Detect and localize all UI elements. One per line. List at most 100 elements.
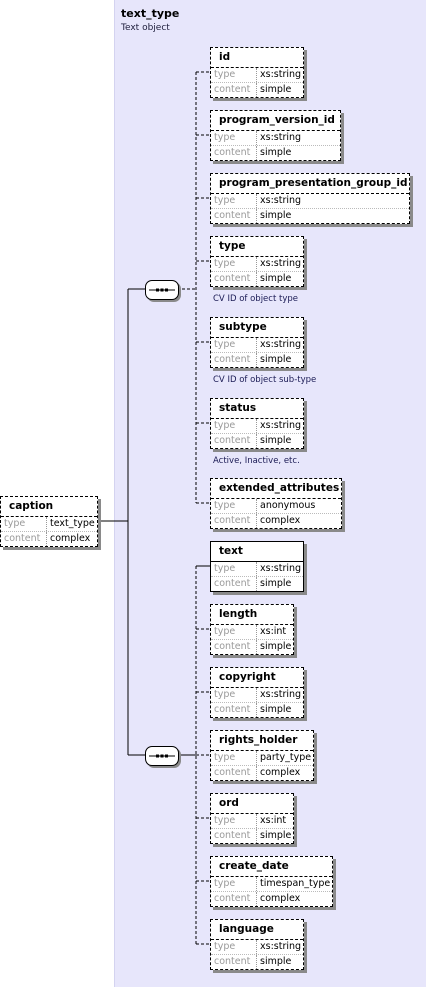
row-key: type [211, 338, 257, 352]
type-title: text_type [121, 7, 180, 20]
row-key: type [211, 68, 257, 82]
element-name: rights_holder [211, 731, 313, 751]
row-key: content [211, 434, 257, 448]
row-value: complex [260, 515, 301, 526]
row-value: xs:int [260, 626, 287, 637]
element-name: text [211, 542, 303, 562]
row-key: type [211, 814, 257, 828]
row-key: type [211, 131, 257, 145]
type-description: Text object [121, 23, 170, 33]
annotation-subtype: CV ID of object sub-type [213, 375, 317, 385]
row-key: type [211, 688, 257, 702]
element-name: create_date [211, 857, 332, 877]
sequence-icon [149, 288, 175, 292]
row-value: simple [260, 84, 292, 95]
row-key: type [211, 419, 257, 433]
row-value: xs:string [260, 941, 302, 952]
row-key: content [211, 892, 257, 906]
row-value: anonymous [260, 500, 316, 511]
row-value: simple [260, 435, 292, 446]
element-name: id [211, 48, 303, 68]
sequence-compositor-1[interactable] [145, 280, 179, 300]
row-value: complex [260, 893, 301, 904]
element-name: type [211, 237, 303, 257]
element-name: extended_attributes [211, 479, 341, 499]
row-key: type [211, 940, 257, 954]
row-value: simple [260, 830, 292, 841]
element-name: length [211, 605, 293, 625]
row-value: simple [260, 273, 292, 284]
element-name: copyright [211, 668, 303, 688]
row-value: timespan_type [260, 878, 331, 889]
row-value: party_type [260, 752, 312, 763]
element-name: caption [1, 497, 97, 517]
row-key: content [211, 829, 257, 843]
row-key: content [211, 272, 257, 286]
element-name: status [211, 399, 303, 419]
element-name: ord [211, 794, 293, 814]
row-value: xs:string [260, 339, 302, 350]
row-key: content [211, 703, 257, 717]
sequence-compositor-2[interactable] [145, 746, 179, 766]
row-key: content [211, 514, 257, 528]
row-key: type [211, 194, 257, 208]
row-key: content [1, 532, 47, 546]
row-value: xs:string [260, 132, 302, 143]
row-value: simple [260, 578, 292, 589]
row-key: content [211, 766, 257, 780]
element-name: subtype [211, 318, 303, 338]
row-value: xs:string [260, 195, 302, 206]
element-name: program_version_id [211, 111, 340, 131]
row-key: type [211, 751, 257, 765]
row-value: simple [260, 956, 292, 967]
row-value: complex [260, 767, 301, 778]
row-key: type [211, 877, 257, 891]
row-key: type [211, 257, 257, 271]
row-key: content [211, 209, 257, 223]
row-key: content [211, 640, 257, 654]
row-key: content [211, 83, 257, 97]
row-key: content [211, 146, 257, 160]
row-value: xs:string [260, 689, 302, 700]
row-value: xs:string [260, 563, 302, 574]
row-value: simple [260, 210, 292, 221]
row-key: content [211, 577, 257, 591]
row-key: type [211, 562, 257, 576]
row-key: content [211, 955, 257, 969]
annotation-status: Active, Inactive, etc. [213, 456, 300, 466]
row-key: content [211, 353, 257, 367]
row-value: xs:string [260, 420, 302, 431]
sequence-icon [149, 754, 175, 758]
annotation-type: CV ID of object type [213, 294, 298, 304]
element-name: program_presentation_group_id [211, 174, 409, 194]
row-key: type [1, 517, 47, 531]
row-key: type [211, 625, 257, 639]
element-name: language [211, 920, 303, 940]
row-value: xs:string [260, 69, 302, 80]
row-value: simple [260, 704, 292, 715]
row-key: type [211, 499, 257, 513]
row-value: simple [260, 641, 292, 652]
row-value: simple [260, 147, 292, 158]
row-value: simple [260, 354, 292, 365]
row-value: text_type [50, 518, 95, 529]
row-value: xs:string [260, 258, 302, 269]
row-value: complex [50, 533, 91, 544]
row-value: xs:int [260, 815, 287, 826]
